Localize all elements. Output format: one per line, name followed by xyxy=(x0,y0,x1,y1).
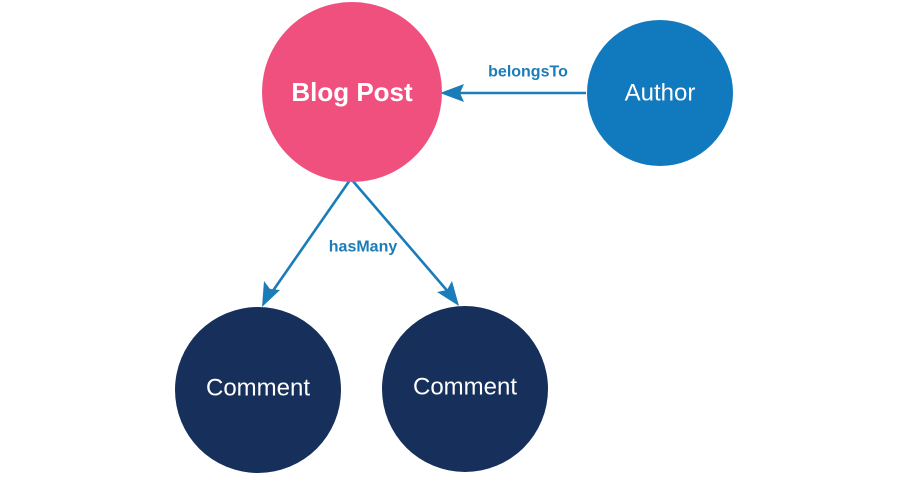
node-comment-left[interactable]: Comment xyxy=(175,307,341,473)
node-author-label: Author xyxy=(625,80,696,107)
node-comment-right[interactable]: Comment xyxy=(382,306,548,472)
edge-has-many-left-arrowhead xyxy=(262,281,280,307)
edge-has-many-left-line xyxy=(268,179,352,296)
edge-belongs-to xyxy=(440,84,586,102)
node-comment-left-circle[interactable] xyxy=(175,307,341,473)
edge-has-many-right xyxy=(351,179,459,306)
edge-has-many-left xyxy=(262,179,352,307)
node-author-circle[interactable] xyxy=(587,20,733,166)
node-comment-right-circle[interactable] xyxy=(382,306,548,472)
node-comment-left-label: Comment xyxy=(206,375,310,402)
edge-has-many-right-arrowhead xyxy=(437,281,459,306)
edge-belongs-to-arrowhead xyxy=(440,84,464,102)
node-author[interactable]: Author xyxy=(587,20,733,166)
edge-has-many-right-line xyxy=(351,179,451,295)
node-blog-post-label: Blog Post xyxy=(291,77,413,107)
edge-label-belongs-to: belongsTo xyxy=(488,64,568,81)
node-comment-right-label: Comment xyxy=(413,374,517,401)
node-blog-post-circle[interactable] xyxy=(262,2,442,182)
node-blog-post[interactable]: Blog Post xyxy=(262,2,442,182)
edge-label-has-many: hasMany xyxy=(329,239,398,256)
